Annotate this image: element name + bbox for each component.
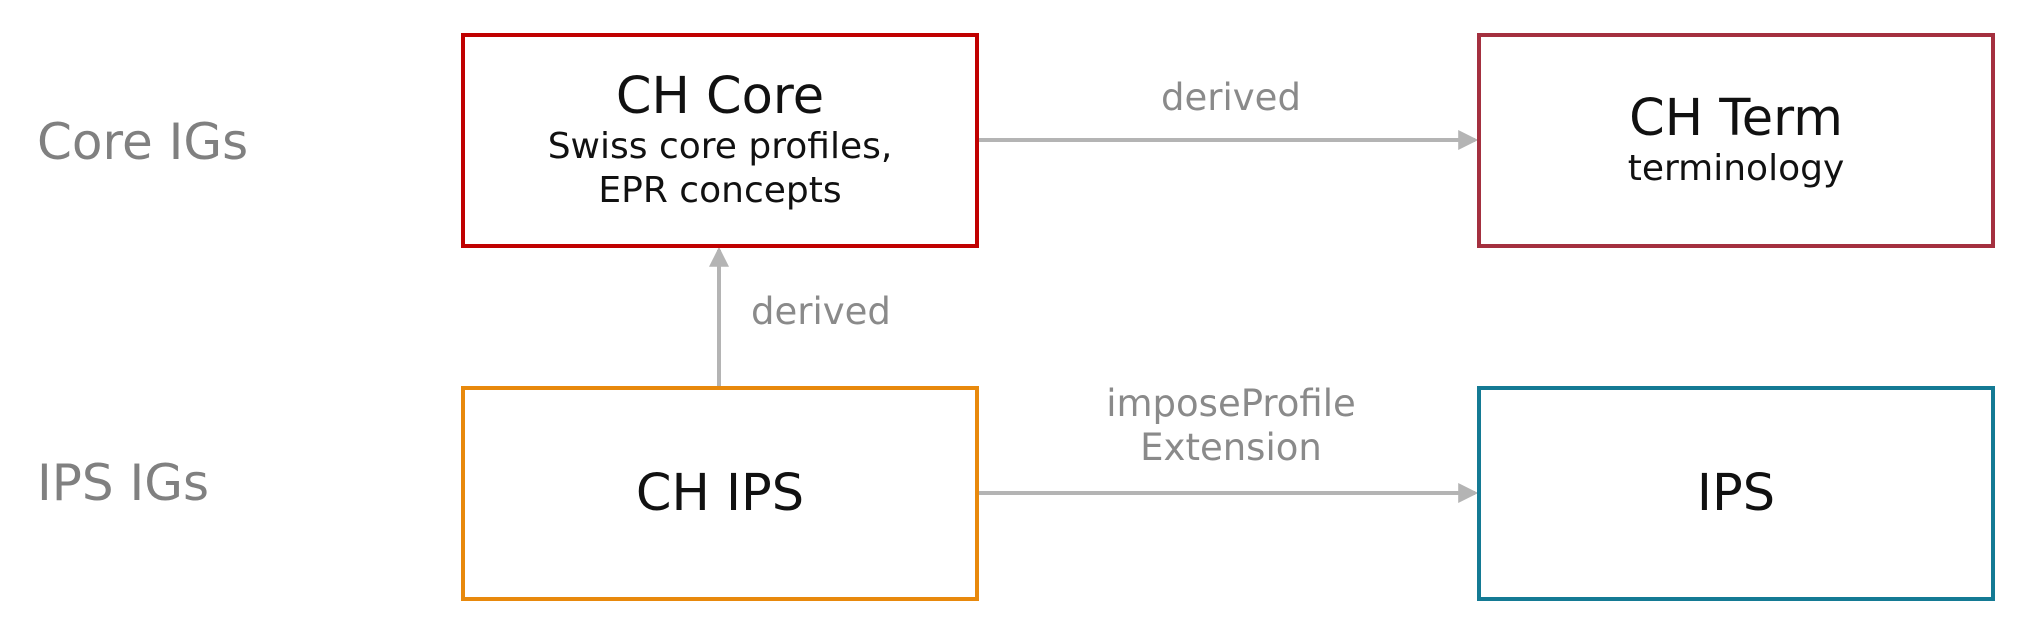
node-ch-ips: CH IPS xyxy=(461,386,979,601)
node-ch-core: CH Core Swiss core profiles, EPR concept… xyxy=(461,33,979,248)
node-ch-ips-title: CH IPS xyxy=(635,463,805,523)
node-ips-title: IPS xyxy=(1696,463,1776,523)
node-ch-term: CH Term terminology xyxy=(1477,33,1995,248)
node-ch-core-subtitle-line2: EPR concepts xyxy=(598,170,842,212)
node-ch-core-subtitle-line1: Swiss core profiles, xyxy=(547,126,893,168)
row-label-ips-igs: IPS IGs xyxy=(37,454,210,512)
row-label-core-igs: Core IGs xyxy=(37,113,249,171)
node-ch-term-subtitle: terminology xyxy=(1627,148,1845,190)
edge-label-chips-to-ips-line1: imposeProfile xyxy=(1106,382,1356,425)
node-ch-core-title: CH Core xyxy=(615,67,825,127)
edge-label-chips-to-ips-line2: Extension xyxy=(1140,426,1322,470)
edge-label-chips-to-ips: imposeProfile Extension xyxy=(1081,382,1381,471)
edge-label-chips-to-core: derived xyxy=(751,290,891,333)
edge-label-core-to-term: derived xyxy=(1161,76,1301,119)
node-ch-term-title: CH Term xyxy=(1629,88,1843,148)
node-ips: IPS xyxy=(1477,386,1995,601)
